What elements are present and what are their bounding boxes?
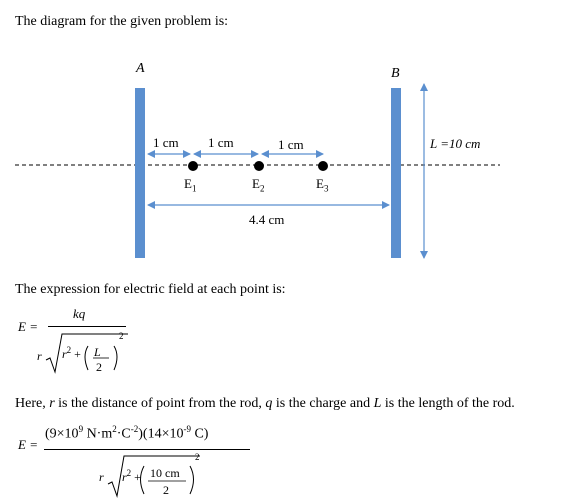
rod-a-label: A [136,61,145,76]
length-label: L =10 cm [430,136,481,151]
rod-b-label: B [391,66,400,81]
dist-label-3: 1 cm [278,137,304,152]
point-e3 [318,161,328,171]
point-e2 [254,161,264,171]
rods-diagram [15,83,500,259]
total-distance-label: 4.4 cm [249,212,285,227]
expression-intro-text: The expression for electric field at eac… [15,282,286,297]
here-text: Here, r is the distance of point from th… [15,396,515,411]
rod-a [135,88,145,258]
dist-label-1: 1 cm [153,135,179,150]
rod-b [391,88,401,258]
point-label-e2: E2 [252,176,265,194]
point-label-e3: E3 [316,176,329,194]
intro-text: The diagram for the given problem is: [15,14,229,29]
point-label-e1: E1 [184,176,197,194]
point-e1 [188,161,198,171]
dist-label-2: 1 cm [208,135,234,150]
